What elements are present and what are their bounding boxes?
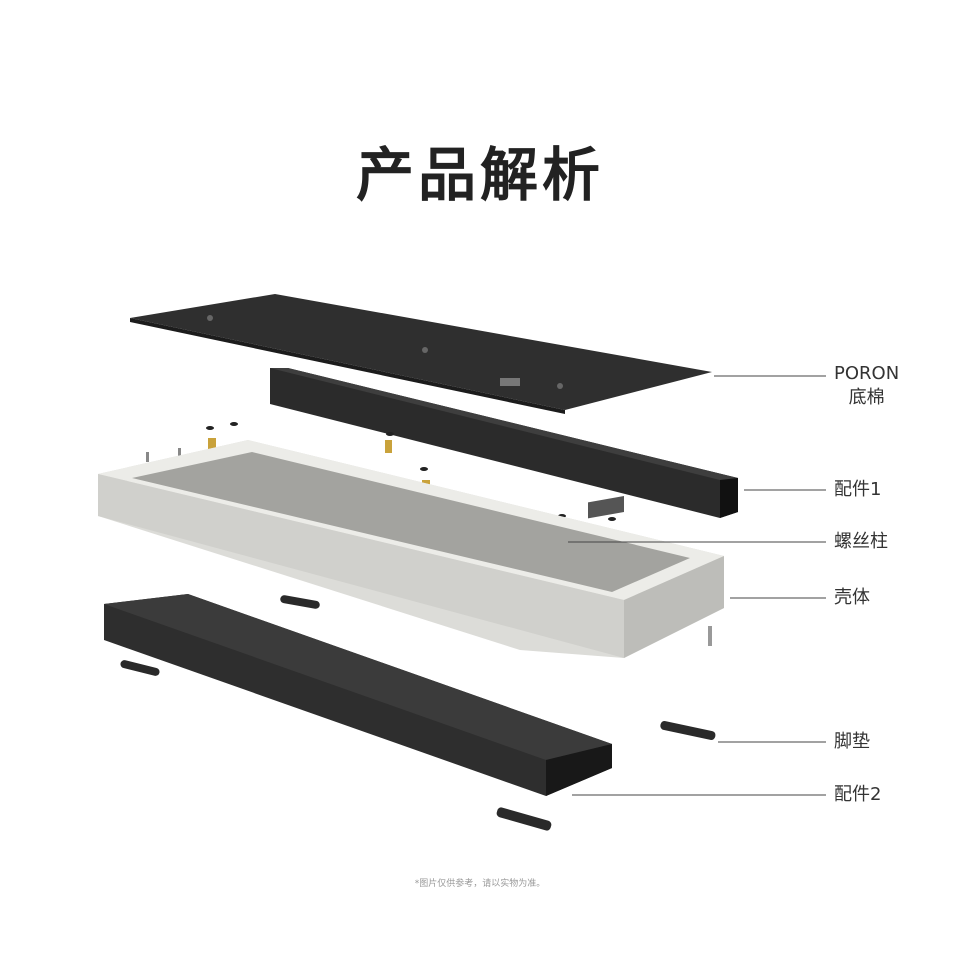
poron-foam-sheet	[130, 294, 712, 414]
label-part1: 配件1	[834, 478, 881, 502]
label-case: 壳体	[834, 586, 870, 610]
label-part2: 配件2	[834, 783, 881, 807]
label-poron: PORON 底棉	[834, 362, 899, 410]
footnote: *图片仅供参考，请以实物为准。	[0, 876, 960, 889]
label-feet: 脚垫	[834, 730, 870, 754]
label-poron-line2: 底棉	[834, 386, 899, 410]
label-standoff: 螺丝柱	[834, 530, 888, 554]
label-poron-line1: PORON	[834, 363, 899, 384]
